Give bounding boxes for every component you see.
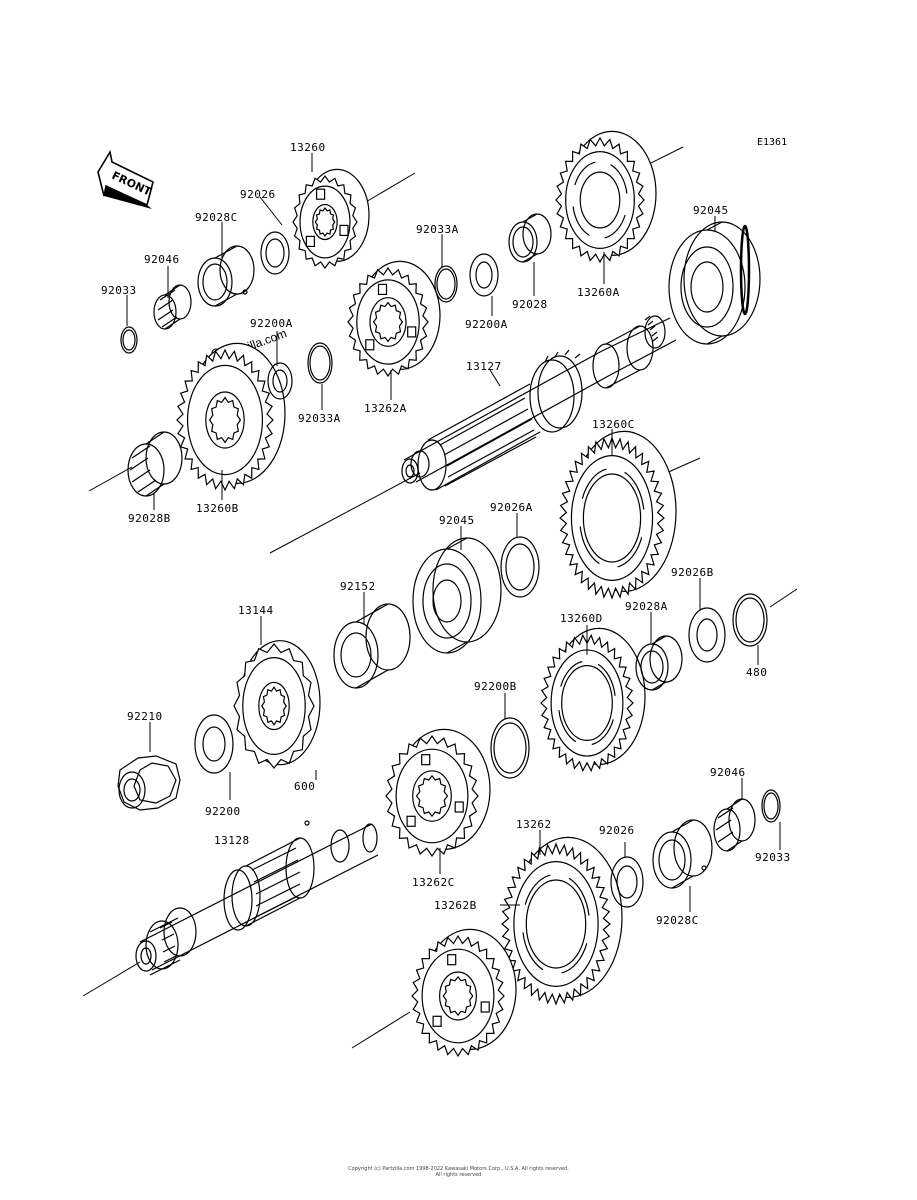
driveshaft-13128 xyxy=(135,820,379,976)
label-92028c-top: 92028C xyxy=(195,211,238,224)
gear-13262 xyxy=(501,836,623,1006)
washer-92200 xyxy=(194,714,234,774)
reference-code: E1361 xyxy=(757,137,787,148)
label-13260a: 13260A xyxy=(577,286,620,299)
label-92046-bottom: 92046 xyxy=(710,766,746,779)
washer-92026-bottom xyxy=(610,856,644,908)
mainshaft-13127 xyxy=(401,315,677,491)
gears-layer xyxy=(176,130,677,1058)
collar-92152 xyxy=(333,603,411,689)
label-13260d: 13260D xyxy=(560,612,603,625)
label-13262b: 13262B xyxy=(434,899,477,912)
label-92033-top: 92033 xyxy=(101,284,137,297)
label-92200a-left: 92200A xyxy=(250,317,293,330)
gear-13260a xyxy=(555,130,657,264)
gear-13260c xyxy=(559,430,677,600)
label-92200a-right: 92200A xyxy=(465,318,508,331)
part-labels: 13260 92026 92028C 92046 92033 92200A 92… xyxy=(101,141,791,927)
washer-92200b xyxy=(490,717,530,779)
circlip-92033a-left xyxy=(307,342,333,384)
needle-bushing-92028b xyxy=(127,431,183,497)
label-13127: 13127 xyxy=(466,360,502,373)
circlip-92033a-right xyxy=(434,265,458,303)
label-13128: 13128 xyxy=(214,834,250,847)
washer-92026b xyxy=(688,607,726,663)
label-92045-mid: 92045 xyxy=(439,514,475,527)
bushing-92028c-bottom xyxy=(652,819,713,889)
copyright-line-2: All rights reserved xyxy=(435,1172,482,1178)
circlip-480 xyxy=(732,593,768,647)
label-13262a: 13262A xyxy=(364,402,407,415)
bushing-92028-top xyxy=(508,213,552,263)
label-13260c: 13260C xyxy=(592,418,635,431)
label-13260: 13260 xyxy=(290,141,326,154)
label-92028-top: 92028 xyxy=(512,298,548,311)
label-13262: 13262 xyxy=(516,818,552,831)
label-92028a: 92028A xyxy=(625,600,668,613)
label-92026a: 92026A xyxy=(490,501,533,514)
gear-13260 xyxy=(292,168,370,270)
label-92026-bottom: 92026 xyxy=(599,824,635,837)
washer-92200a-left xyxy=(267,362,293,400)
label-92046-top: 92046 xyxy=(144,253,180,266)
label-92028c-bottom: 92028C xyxy=(656,914,699,927)
gear-13262c xyxy=(385,728,491,858)
leader-lines xyxy=(126,153,781,912)
ball-bearing-92045-mid xyxy=(412,537,502,654)
bushing-92028c-top xyxy=(197,245,255,307)
sprocket-13144 xyxy=(233,640,321,769)
washer-92200a-right xyxy=(469,253,499,297)
circlip-92033-bottom xyxy=(761,789,781,823)
nut-92210 xyxy=(117,755,181,811)
needle-bearing-92046-bottom xyxy=(713,798,756,852)
gear-13260d xyxy=(540,627,646,773)
label-92028b: 92028B xyxy=(128,512,171,525)
gear-13260b xyxy=(176,342,286,492)
washer-92026a xyxy=(500,536,540,598)
ball-bearing-92045-top xyxy=(668,221,761,345)
label-92033-bottom: 92033 xyxy=(755,851,791,864)
gear-13262b xyxy=(411,928,517,1058)
label-92026b: 92026B xyxy=(671,566,714,579)
gear-13262a xyxy=(347,260,441,378)
label-13262c: 13262C xyxy=(412,876,455,889)
label-13144: 13144 xyxy=(238,604,274,617)
label-600: 600 xyxy=(294,780,315,793)
label-92033a-right: 92033A xyxy=(416,223,459,236)
circlip-92033-top xyxy=(120,326,138,354)
label-92045-top: 92045 xyxy=(693,204,729,217)
copyright-footer: Copyright (c) Partzilla.com 1998-2022 Ka… xyxy=(0,1166,917,1178)
parts-hardware xyxy=(117,213,781,908)
washer-92026-top xyxy=(260,231,290,275)
label-92152: 92152 xyxy=(340,580,376,593)
front-arrow-icon: FRONT xyxy=(97,149,154,209)
bushing-92028a xyxy=(635,635,683,691)
label-92200: 92200 xyxy=(205,805,241,818)
needle-bearing-92046-top xyxy=(153,284,192,330)
label-480: 480 xyxy=(746,666,767,679)
copyright-line-1: Copyright (c) Partzilla.com 1998-2022 Ka… xyxy=(348,1166,569,1172)
label-13260b: 13260B xyxy=(196,502,239,515)
label-92200b: 92200B xyxy=(474,680,517,693)
label-92033a-left: 92033A xyxy=(298,412,341,425)
label-92210: 92210 xyxy=(127,710,163,723)
label-92026-top: 92026 xyxy=(240,188,276,201)
